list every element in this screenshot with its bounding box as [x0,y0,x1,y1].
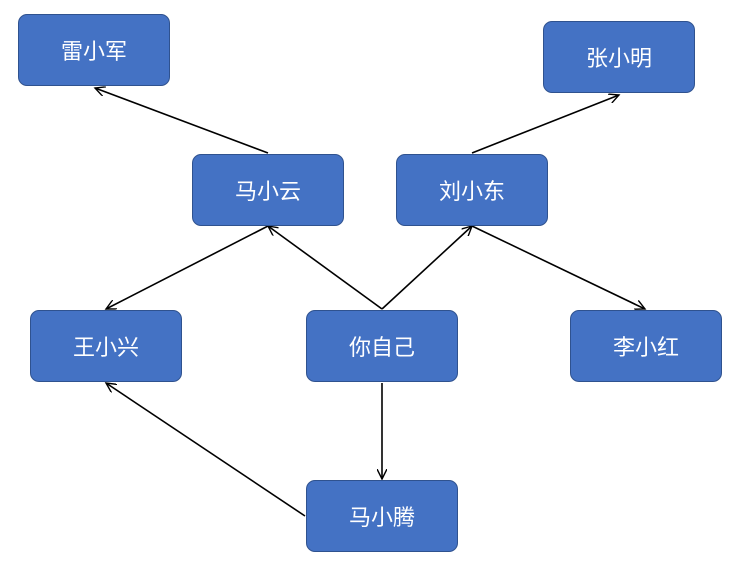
edge-ni-ziji-to-ma-xiaoyun [268,226,383,310]
node-li-xiaohong[interactable]: 李小红 [570,310,722,382]
edge-ma-xiaoyun-to-wang-xiaoxing [106,225,269,309]
node-ma-xiaoyun[interactable]: 马小云 [192,154,344,226]
node-zhang-xiaoming[interactable]: 张小明 [543,21,695,93]
node-lei-xiaojun[interactable]: 雷小军 [18,14,170,86]
edge-ni-ziji-to-liu-xiaodong [381,226,472,310]
edge-ma-xiaoyun-to-lei-xiaojun [95,88,269,154]
edge-liu-xiaodong-to-zhang-xiaoming [471,95,619,154]
edge-liu-xiaodong-to-li-xiaohong [471,225,645,309]
node-liu-xiaodong[interactable]: 刘小东 [396,154,548,226]
edge-ma-xiaoteng-to-wang-xiaoxing [106,383,306,517]
node-ni-ziji[interactable]: 你自己 [306,310,458,382]
node-wang-xiaoxing[interactable]: 王小兴 [30,310,182,382]
node-ma-xiaoteng[interactable]: 马小腾 [306,480,458,552]
